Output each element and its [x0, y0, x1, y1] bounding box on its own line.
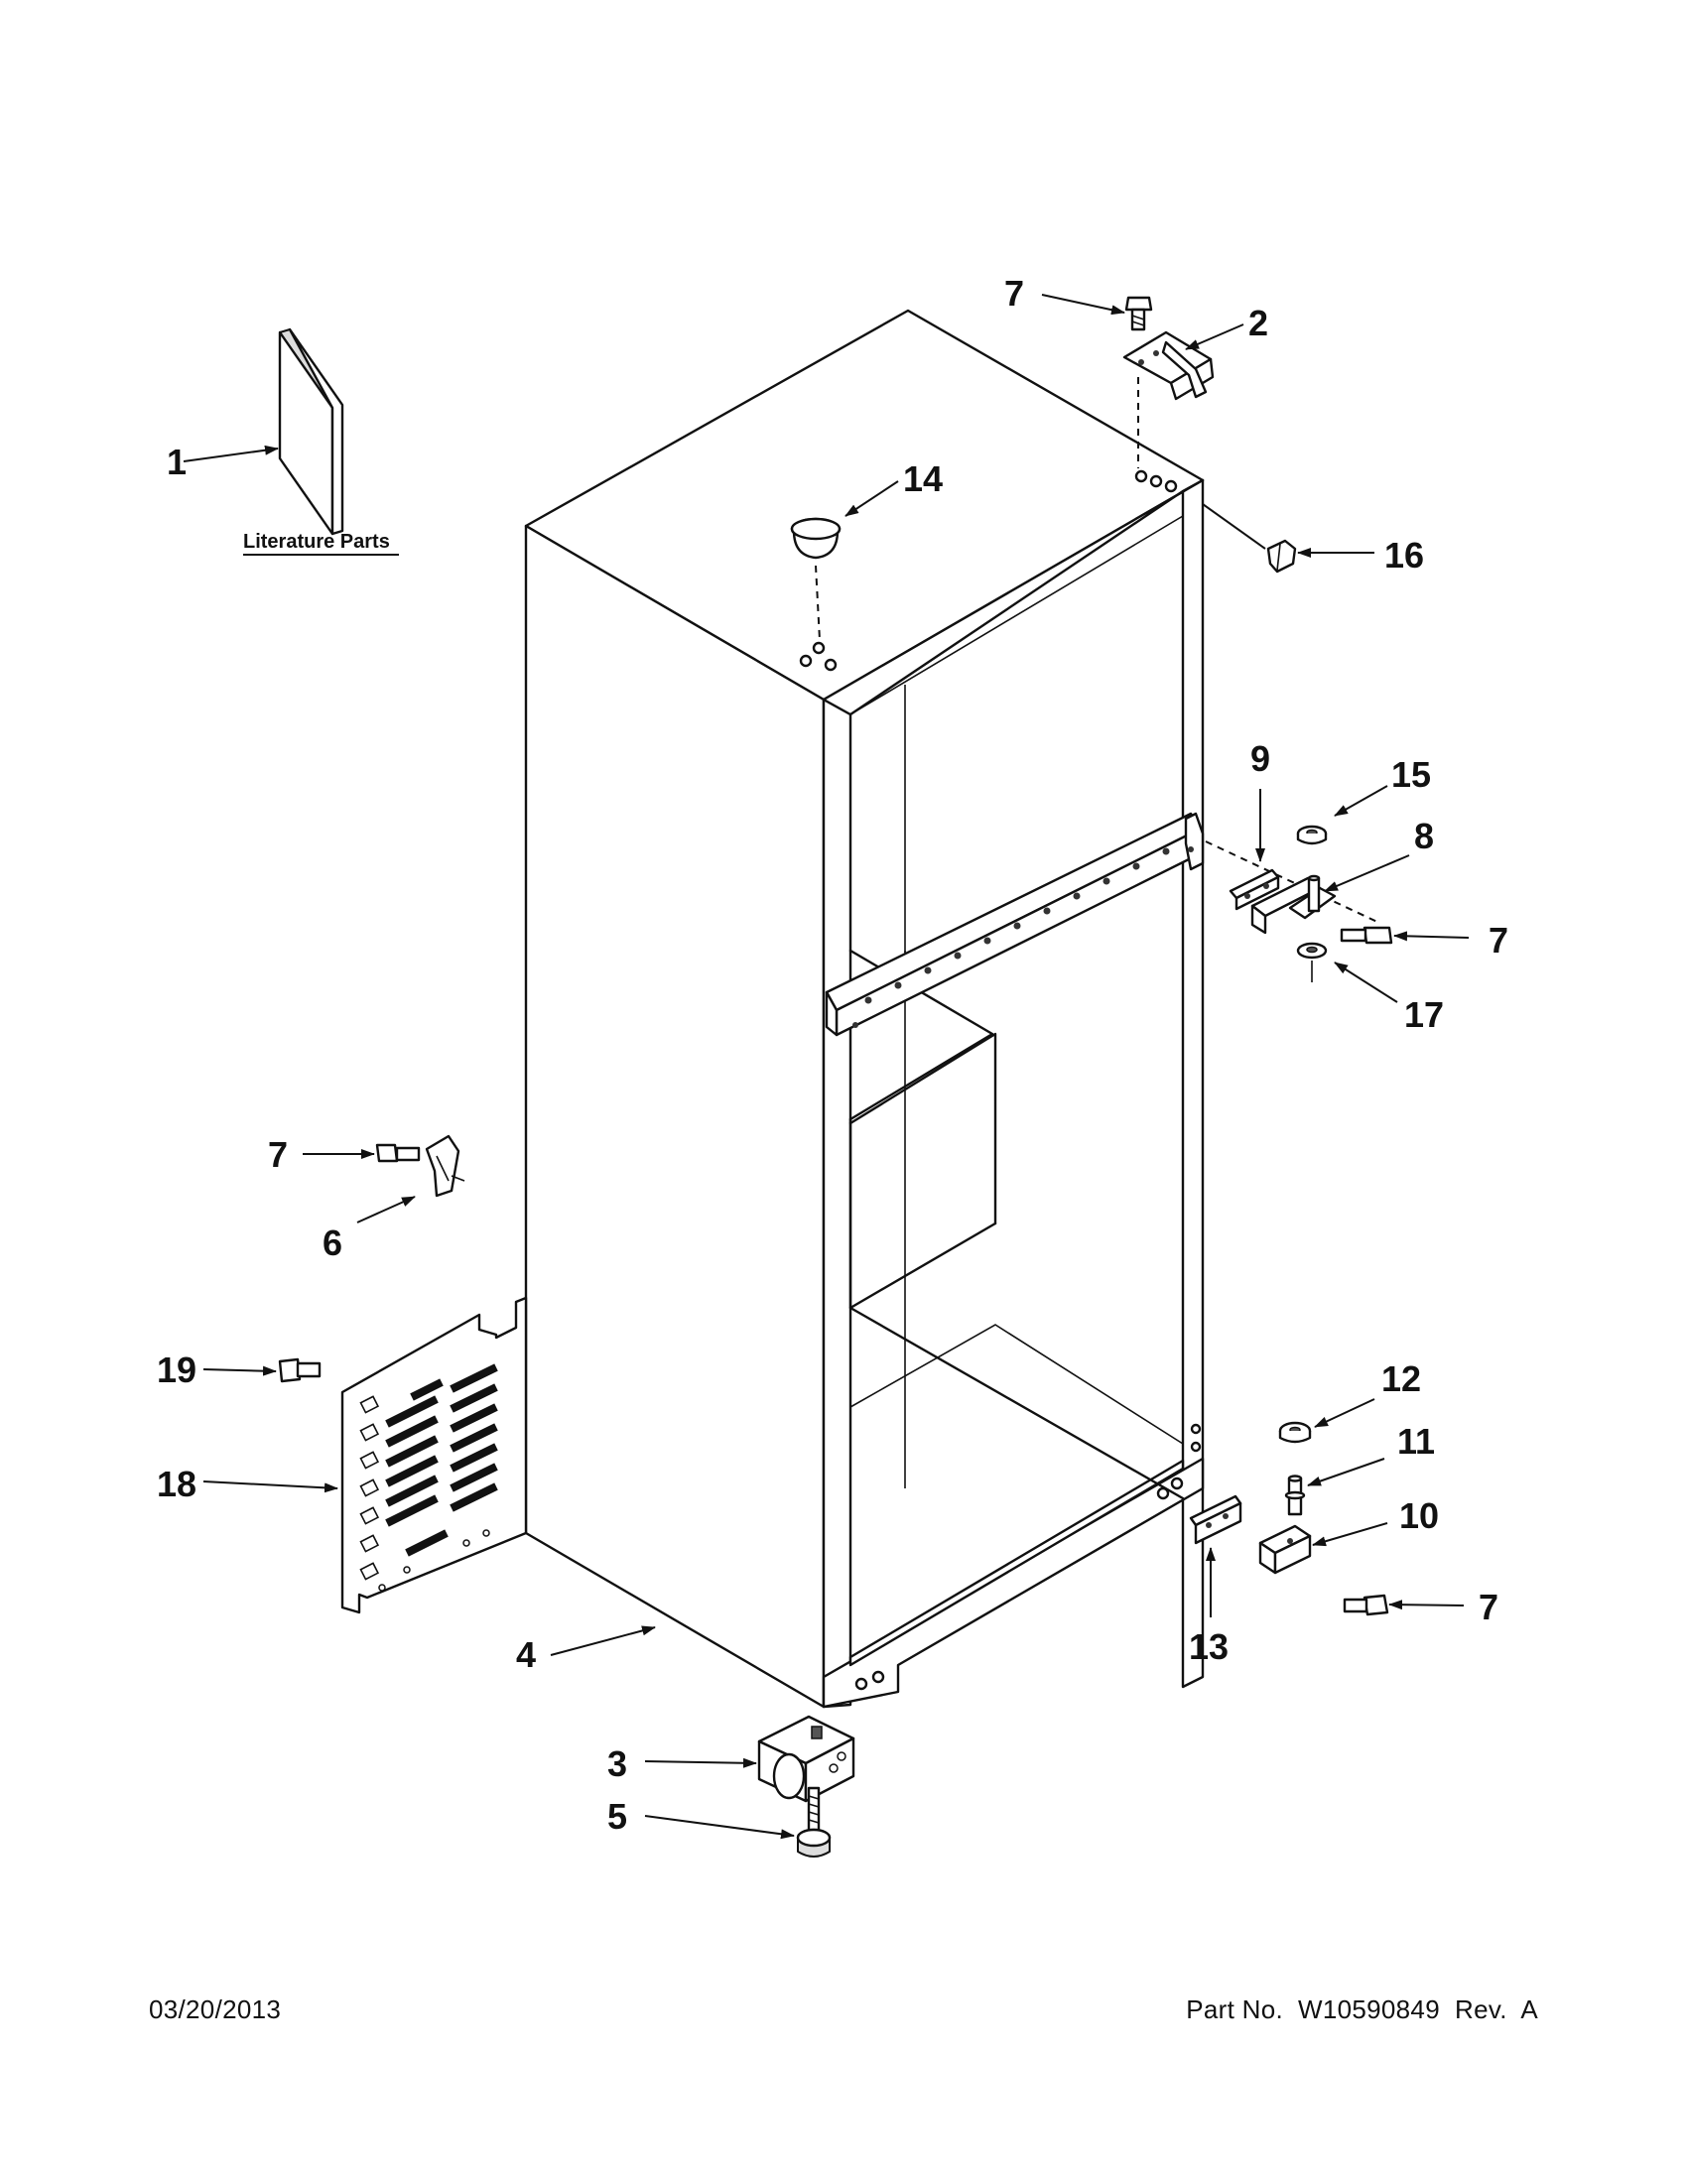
callout-15: 15 [1391, 754, 1431, 795]
literature-parts-label: Literature Parts [243, 531, 390, 553]
plug-button-icon [790, 517, 842, 641]
callout-1: 1 [167, 442, 187, 482]
callout-17: 17 [1404, 994, 1444, 1035]
callout-8: 8 [1414, 816, 1434, 856]
roller-assembly-icon [757, 1715, 855, 1803]
leveling-leg-icon [796, 1786, 832, 1858]
callout-7-top: 7 [1004, 273, 1024, 314]
hinge-cover-icon [1266, 539, 1297, 574]
literature-parts-icon [278, 327, 344, 536]
clip-screw-icon [375, 1143, 421, 1163]
back-panel-screw-icon [278, 1357, 322, 1383]
callout-4: 4 [516, 1634, 536, 1675]
leader-lines [183, 294, 1470, 1840]
callout-11: 11 [1397, 1421, 1435, 1462]
footer-part-number: Part No. W10590849 Rev. A [1186, 1994, 1538, 2024]
callout-19: 19 [157, 1349, 196, 1390]
callout-2: 2 [1248, 303, 1268, 343]
callout-10: 10 [1399, 1495, 1439, 1536]
center-hinge-icon [1205, 825, 1393, 982]
callout-18: 18 [157, 1464, 196, 1504]
center-hinge-rail [825, 812, 1205, 1037]
back-panel-icon [340, 1296, 528, 1614]
callout-3: 3 [607, 1743, 627, 1784]
top-screw-icon [1124, 296, 1153, 331]
refrigerator-cabinet [524, 309, 1205, 1709]
bottom-hinge-icon [1189, 1421, 1389, 1616]
callout-14: 14 [903, 458, 943, 499]
callout-16: 16 [1384, 535, 1424, 576]
callout-6: 6 [323, 1222, 342, 1263]
footer-date: 03/20/2013 [149, 1994, 282, 2024]
callout-7-center: 7 [1489, 920, 1508, 961]
callout-5: 5 [607, 1796, 627, 1837]
callout-9: 9 [1250, 738, 1270, 779]
callout-7-left: 7 [268, 1134, 288, 1175]
clip-icon [425, 1134, 465, 1198]
callout-7-bottom: 7 [1479, 1587, 1498, 1627]
callout-13: 13 [1189, 1626, 1229, 1667]
top-hinge-icon [1122, 330, 1215, 468]
callout-12: 12 [1381, 1358, 1421, 1399]
